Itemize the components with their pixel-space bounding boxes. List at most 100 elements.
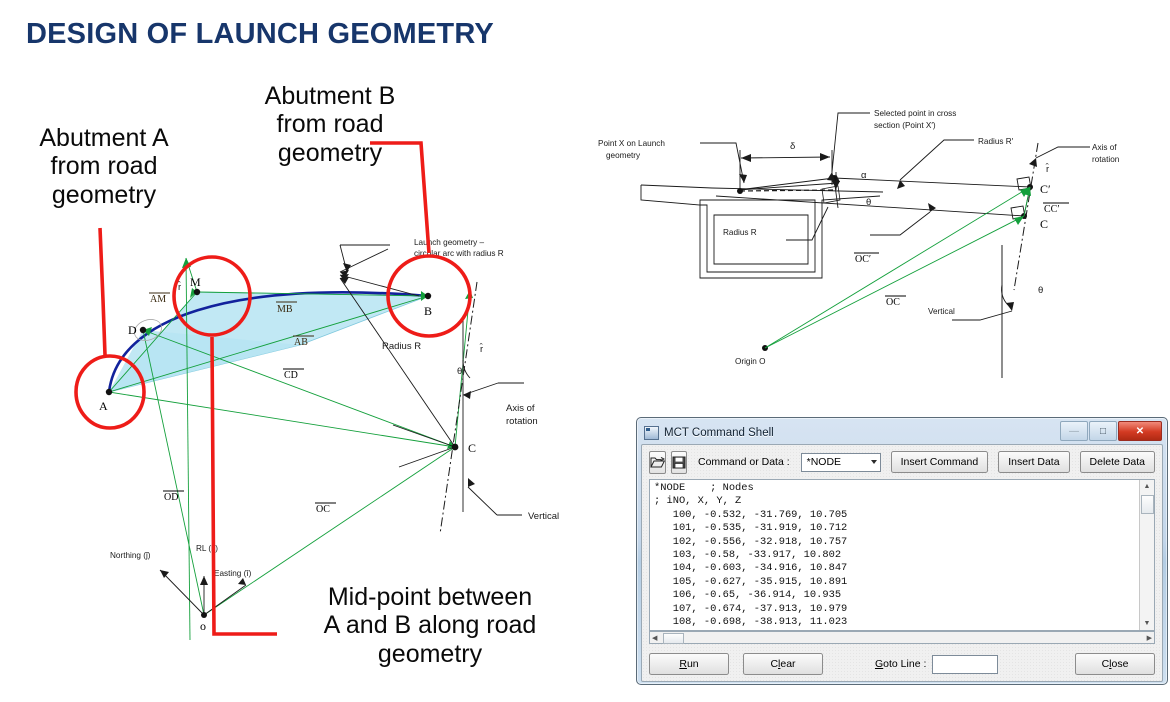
scroll-left-icon[interactable]: ◀ xyxy=(652,634,658,642)
label-vec-am: AM xyxy=(150,294,166,305)
goto-label-rest: oto Line : xyxy=(883,658,927,670)
maximize-button[interactable]: □ xyxy=(1089,421,1117,441)
delete-data-button[interactable]: Delete Data xyxy=(1079,451,1155,473)
horizontal-scroll-thumb[interactable] xyxy=(663,633,684,644)
horizontal-reference-dashed xyxy=(739,189,834,192)
box-girder-section xyxy=(640,184,884,279)
label-easting: Easting (î) xyxy=(214,569,252,578)
page-title: DESIGN OF LAUNCH GEOMETRY xyxy=(26,18,494,50)
scroll-right-icon[interactable]: ▶ xyxy=(1146,634,1152,642)
window-title: MCT Command Shell xyxy=(664,427,774,439)
vertical-scroll-thumb[interactable] xyxy=(1141,495,1154,514)
scroll-down-icon[interactable]: ▼ xyxy=(1143,620,1151,627)
label-point-d: D xyxy=(128,323,137,337)
label-point-x-line1: Point X on Launch xyxy=(598,139,665,148)
label-r-hat-2: r̂ xyxy=(177,281,181,293)
save-disk-icon[interactable] xyxy=(671,450,687,474)
label-point-m: M xyxy=(190,275,201,289)
label-vec-oc: OC xyxy=(316,504,330,515)
node-data-editor[interactable]: *NODE ; Nodes ; iNO, X, Y, Z 100, -0.532… xyxy=(654,482,848,630)
label-c-right: C xyxy=(1040,217,1048,231)
clear-label-l: l xyxy=(778,658,781,670)
leader-arrowheads xyxy=(160,263,475,585)
window-controls[interactable]: — □ ✕ xyxy=(1059,421,1162,441)
label-vec-oc-right: OC xyxy=(886,297,900,308)
right-leader-lines xyxy=(700,112,1090,321)
app-icon xyxy=(644,426,659,440)
label-radius-r-right: Radius R xyxy=(723,228,757,237)
label-axis-of-rotation-2: rotation xyxy=(506,416,538,427)
label-vertical: Vertical xyxy=(528,511,559,522)
label-point-c: C xyxy=(468,441,476,455)
label-r-hat-right: r̂ xyxy=(1045,163,1049,175)
label-vec-cd: CD xyxy=(284,370,298,381)
label-vec-cc-prime: CC′ xyxy=(1044,204,1060,215)
run-label-rest: un xyxy=(686,658,699,670)
launch-surface-fill-2 xyxy=(109,330,300,392)
insert-command-button[interactable]: Insert Command xyxy=(890,451,989,473)
right-axis-of-rotation xyxy=(1013,142,1039,291)
label-vec-od: OD xyxy=(164,492,178,503)
label-theta: θ xyxy=(457,366,462,377)
label-launch-geometry-line2: circular arc with radius R xyxy=(414,249,504,258)
label-c-prime: C′ xyxy=(1040,182,1051,196)
right-green-arrowheads xyxy=(1014,187,1031,225)
vector-labels: MB AM AB CD OD OC xyxy=(149,292,336,515)
window-body: Command or Data : *NODE Insert Command I… xyxy=(641,444,1163,682)
node-dots xyxy=(105,288,459,618)
clear-label-c: C xyxy=(770,658,779,670)
vector-arrowheads xyxy=(143,258,473,449)
label-point-origin: o xyxy=(200,619,206,633)
right-green-vectors xyxy=(764,186,1031,349)
leader-lines xyxy=(159,244,524,616)
label-vec-ab: AB xyxy=(294,337,308,348)
window-titlebar[interactable]: MCT Command Shell — □ ✕ xyxy=(641,421,1163,444)
clear-label-rest: ear xyxy=(780,658,796,670)
label-launch-geometry-line1: Launch geometry – xyxy=(414,238,485,247)
run-label-first-letter: R xyxy=(679,658,687,670)
chevron-down-icon[interactable] xyxy=(870,460,877,464)
horizontal-scrollbar[interactable]: ◀ ▶ xyxy=(649,631,1155,644)
alpha-dimension xyxy=(832,172,840,190)
theta-angle-box xyxy=(821,185,841,204)
label-vec-oc-prime: OC′ xyxy=(855,254,871,265)
launch-arc xyxy=(107,291,429,393)
close-label-l: l xyxy=(1109,658,1112,670)
label-selected-point-line1: Selected point in cross xyxy=(874,109,956,118)
open-folder-icon[interactable] xyxy=(649,450,666,474)
toolbar: Command or Data : *NODE Insert Command I… xyxy=(649,450,1155,474)
right-theta-arc xyxy=(1001,284,1009,306)
scroll-up-icon[interactable]: ▲ xyxy=(1143,483,1151,490)
leader-midpoint xyxy=(210,336,277,636)
insert-data-button[interactable]: Insert Data xyxy=(998,451,1070,473)
close-label-rest: ose xyxy=(1111,658,1129,670)
d-point-ellipse xyxy=(134,319,162,341)
command-combo-box[interactable]: *NODE xyxy=(800,452,881,472)
goto-line-input[interactable] xyxy=(932,654,999,674)
label-point-a: A xyxy=(99,399,108,413)
mct-command-shell-window[interactable]: MCT Command Shell — □ ✕ xyxy=(636,417,1168,685)
right-angle-marks xyxy=(1010,176,1032,220)
label-axis-rot-right-2: rotation xyxy=(1092,155,1120,164)
goto-label-g: G xyxy=(875,658,884,670)
callout-abutment-a: Abutment A from road geometry xyxy=(39,124,169,209)
deck-radius-lines xyxy=(715,177,1031,217)
label-theta-right-2: θ xyxy=(1038,285,1043,296)
delta-dimension xyxy=(739,150,833,192)
vertical-scrollbar[interactable]: ▲ ▼ xyxy=(1139,480,1154,630)
label-axis-of-rotation-1: Axis of xyxy=(506,403,535,414)
right-leader-arrowheads xyxy=(739,158,1037,311)
highlight-ring-abutment-a xyxy=(74,354,146,430)
axis-of-rotation-line xyxy=(439,281,478,535)
right-vector-labels: CC′ OC′ OC xyxy=(854,202,1069,308)
close-window-button[interactable]: ✕ xyxy=(1118,421,1162,441)
minimize-button[interactable]: — xyxy=(1060,421,1088,441)
label-vec-mb: MB xyxy=(277,304,293,315)
goto-line-label: Goto Line : xyxy=(875,658,926,670)
label-rl: RL (k̂) xyxy=(196,544,218,553)
label-delta: δ xyxy=(790,141,795,152)
